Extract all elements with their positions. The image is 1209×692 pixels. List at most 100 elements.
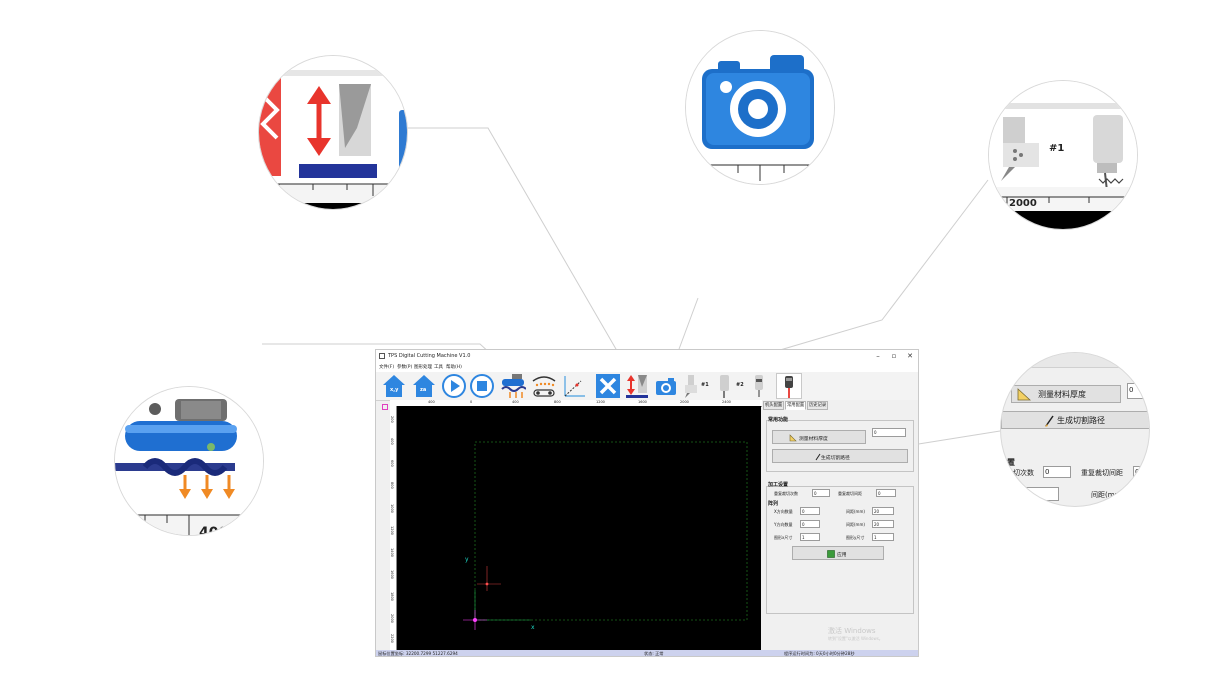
callout-pitch-input[interactable] (1025, 487, 1059, 501)
start-button[interactable] (441, 373, 467, 399)
processing-group (766, 486, 914, 614)
tool1-button[interactable]: #1 (681, 373, 709, 399)
menu-bar: 文件(F) 参数(P) 图形处理 工具 帮助(H) (376, 363, 918, 372)
air-compressor-icon (115, 387, 263, 535)
thickness-value[interactable]: 0 (872, 428, 906, 437)
ruler-triangle-icon (789, 434, 797, 442)
processing-title: 加工设置 (768, 482, 789, 488)
pencil-icon (1045, 415, 1054, 427)
camera-button[interactable] (653, 373, 679, 399)
zoom-callout-panel: 测量材料厚度 0 生成切割路径 置 切次数 0 重复裁切间距 0 间距(mm) (1000, 352, 1150, 507)
repeat-spacing-label: 重复裁切间距 (838, 491, 862, 496)
x-axis-label: x (531, 624, 535, 631)
apply-button[interactable]: 应用 (792, 546, 884, 560)
origin-button[interactable] (561, 373, 587, 399)
pencil-icon (815, 453, 821, 461)
x-count-input[interactable]: 0 (800, 507, 820, 515)
zoom-callout-camera (685, 30, 835, 185)
measure-thickness-icon (626, 375, 648, 398)
activation-watermark-title: 激活 Windows (828, 627, 876, 635)
x-count-label: X方向数量 (774, 509, 793, 514)
tool3-button[interactable] (746, 373, 772, 399)
menu-file[interactable]: 文件(F) (379, 365, 395, 370)
measure-thickness-panel-button[interactable]: 测量材料厚度 (772, 430, 866, 444)
camera-icon (656, 378, 676, 395)
repeat-spacing-input[interactable]: 0 (876, 489, 896, 497)
callout-panel-top-strip (1001, 353, 1149, 368)
menu-tools[interactable]: 工具 (434, 365, 443, 370)
callout-spacing-value[interactable]: 0 (1133, 466, 1149, 478)
callout-tool-label: #1 (1049, 143, 1065, 154)
shape-x-label: 图形x尺寸 (774, 535, 793, 540)
apply-icon (827, 550, 835, 558)
activation-watermark-text: 转到"设置"以激活 Windows。 (828, 636, 883, 641)
pen-tool-icon (755, 375, 763, 397)
laser-tool-icon (785, 376, 793, 398)
zoom-callout-air-pump: 400 (114, 386, 264, 536)
maximize-button[interactable]: ▫ (891, 352, 897, 360)
clear-button[interactable] (595, 373, 621, 399)
callout-spacing-label: 重复裁切间距 (1081, 469, 1123, 477)
menu-help[interactable]: 帮助(H) (446, 365, 462, 370)
toolbar: x,y za (376, 372, 918, 401)
drag-knife-icon (685, 375, 697, 398)
status-bar: 鼠标位置坐标: 32200.7299 51227.6294 状态: 正常 程序运… (376, 650, 918, 656)
y-count-label: Y方向数量 (774, 522, 793, 527)
callout-ruler-value: 400 (199, 525, 229, 536)
close-button[interactable]: ✕ (907, 352, 913, 360)
zoom-callout-tools: #1 2000 (988, 80, 1138, 230)
canvas-drawing (463, 441, 748, 630)
tool4-button[interactable] (776, 373, 802, 399)
callout-measure-button[interactable]: 测量材料厚度 (1011, 385, 1121, 403)
minimize-button[interactable]: – (876, 352, 880, 360)
x-spacing-label: 间距(mm) (846, 509, 865, 514)
shape-x-input[interactable]: 1 (800, 533, 820, 541)
measure-thickness-button[interactable] (624, 373, 650, 399)
x-spacing-input[interactable]: 20 (872, 507, 894, 515)
oscillating-knife-icon (720, 375, 729, 398)
zoom-callout-measure-thickness (258, 55, 408, 210)
tab-common-config[interactable]: 常用配置 (785, 401, 807, 410)
y-spacing-label: 间距(mm) (846, 522, 865, 527)
app-window: TPS Digital Cutting Machine V1.0 – ▫ ✕ 文… (375, 349, 919, 657)
generate-path-panel-button[interactable]: 生成切割路径 (772, 449, 908, 463)
axes-origin-icon (564, 376, 585, 397)
y-count-input[interactable]: 0 (800, 520, 820, 528)
runtime-status: 程序运行时间为: 0天0小时0分钟28秒 (784, 651, 855, 656)
ruler-triangle-icon (1017, 388, 1031, 401)
stop-button[interactable] (469, 373, 495, 399)
tab-head-config[interactable]: 机头配置 (763, 401, 785, 410)
canvas-corner-marker (382, 404, 388, 410)
y-spacing-input[interactable]: 20 (872, 520, 894, 528)
callout-measure-value[interactable]: 0 (1127, 383, 1149, 399)
stop-icon (470, 374, 494, 398)
window-title: TPS Digital Cutting Machine V1.0 (388, 353, 471, 359)
vertical-ruler: 200 400 600 800 1000 1200 1400 1600 1800… (390, 406, 397, 650)
air-compressor-icon (501, 374, 526, 398)
common-functions-title: 常用功能 (768, 417, 789, 423)
shape-y-input[interactable]: 1 (872, 533, 894, 541)
callout-group-title: 置 (1007, 458, 1015, 467)
menu-params[interactable]: 参数(P) (397, 365, 413, 370)
tool2-button[interactable]: #2 (714, 373, 744, 399)
home-za-button[interactable]: za (411, 373, 437, 399)
air-pump-button[interactable] (500, 373, 526, 399)
close-icon (596, 374, 620, 398)
cutting-canvas[interactable]: y x (397, 406, 761, 650)
common-functions-group (766, 420, 914, 472)
feed-button[interactable] (531, 373, 557, 399)
title-bar: TPS Digital Cutting Machine V1.0 – ▫ ✕ (376, 350, 918, 363)
callout-ruler-value: 2000 (1009, 198, 1037, 209)
origin-marker (473, 618, 477, 622)
callout-pitch-label: 间距(mm) (1091, 491, 1125, 499)
mouse-position-status: 鼠标位置坐标: 32200.7299 51227.6294 (378, 651, 458, 656)
callout-generate-button[interactable]: 生成切割路径 (1001, 411, 1149, 429)
home-xy-button[interactable]: x,y (381, 373, 407, 399)
app-icon (379, 353, 385, 359)
state-status: 状态: 正常 (644, 651, 664, 656)
tab-history[interactable]: 历史记录 (807, 401, 829, 410)
callout-repeat-value[interactable]: 0 (1043, 466, 1071, 478)
repeat-count-label: 重复裁切次数 (774, 491, 798, 496)
repeat-count-input[interactable]: 0 (812, 489, 830, 497)
menu-graphics[interactable]: 图形处理 (414, 365, 432, 370)
